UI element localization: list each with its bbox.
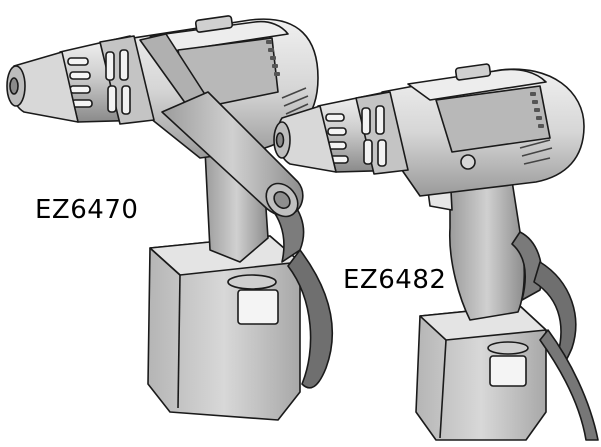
side-handle-ez6470 — [139, 33, 304, 218]
model-label-ez6470: EZ6470 — [35, 195, 139, 225]
wrist-strap-ez6470 — [287, 249, 333, 389]
battery-pack-ez6482 — [415, 305, 547, 441]
model-label-ez6482: EZ6482 — [343, 265, 447, 295]
drill-ez6470 — [6, 15, 333, 421]
motor-body-ez6482 — [381, 63, 585, 197]
lanyard-ez6482 — [539, 329, 599, 441]
chuck-ez6470 — [6, 35, 155, 125]
battery-pack-ez6470 — [147, 235, 301, 421]
drill-ez6482 — [273, 63, 599, 441]
handle-ez6482 — [449, 167, 543, 321]
chuck-ez6482 — [273, 91, 409, 175]
